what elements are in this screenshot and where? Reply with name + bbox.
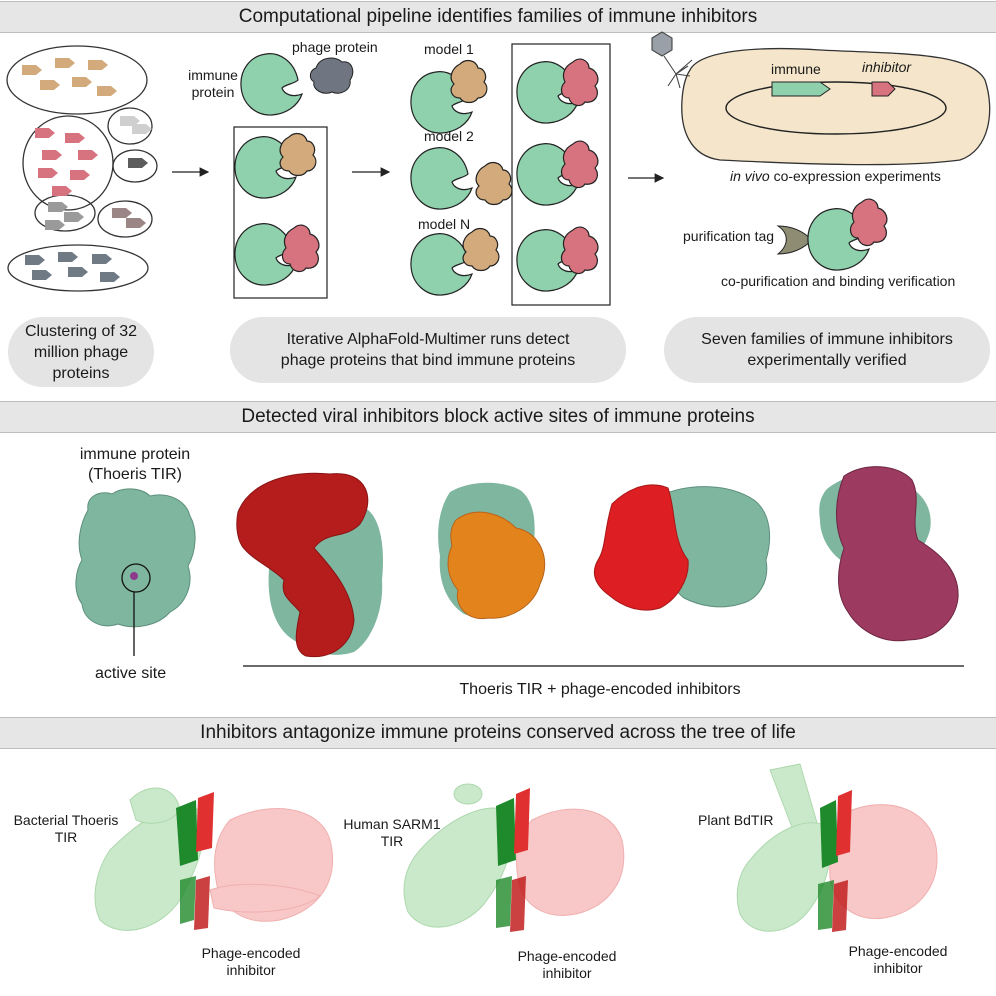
- pill-clustering-text: Clustering of 32 million phage proteins: [24, 322, 138, 382]
- label-immune-gene: immune: [771, 61, 821, 77]
- stage2-proteins: [233, 53, 354, 299]
- label-copurification: co-purification and binding verification: [721, 273, 956, 289]
- stage3-box: [511, 43, 611, 306]
- ribbon-panel-3: [736, 763, 938, 932]
- label-immune-protein: immune protein: [188, 67, 238, 100]
- label-model-n: model N: [418, 216, 471, 232]
- complex-orange: [438, 482, 546, 620]
- label-phage-protein: phage protein: [292, 39, 378, 55]
- section2-banner: Detected viral inhibitors block active s…: [0, 401, 996, 433]
- cluster-tan: [6, 45, 148, 115]
- label-in-vivo: in vivo co-expression experiments: [730, 168, 941, 185]
- cluster-ellipses: [6, 45, 158, 292]
- active-site-circle: [121, 563, 151, 593]
- label-human-sarm1: Human SARM1 TIR: [343, 816, 441, 849]
- phage-protein-shape: [309, 57, 354, 94]
- label-bacterial-thoeris: Bacterial Thoeris TIR: [13, 812, 119, 845]
- ribbon-panel-1: [94, 787, 334, 931]
- section3-banner: Inhibitors antagonize immune proteins co…: [0, 717, 996, 749]
- label-active-site: active site: [95, 665, 167, 682]
- cluster-mauve: [97, 200, 153, 238]
- label-inhibitor-2: Phage-encoded inhibitor: [517, 948, 617, 981]
- immune-gene-arrow: [771, 81, 831, 97]
- label-model-1: model 1: [424, 41, 474, 57]
- pill-alphafold: Iterative AlphaFold-Multimer runs detect…: [230, 317, 626, 383]
- phage-icon: [651, 31, 693, 89]
- cluster-darkgray: [112, 149, 158, 183]
- immune-protein-shape: [240, 53, 303, 116]
- inhibitor-gene-arrow: [871, 81, 896, 97]
- label-purification-tag: purification tag: [683, 228, 775, 244]
- cell-shape: [681, 47, 991, 166]
- stage3-models: [410, 43, 611, 306]
- label-in-vivo-italic: in vivo: [730, 168, 770, 184]
- cluster-lightgray: [107, 107, 153, 145]
- plasmid: [725, 81, 947, 135]
- label-plant-bdtir: Plant BdTIR: [698, 812, 774, 828]
- pill-alphafold-text: Iterative AlphaFold-Multimer runs detect…: [280, 331, 576, 369]
- section1-title: Computational pipeline identifies famili…: [238, 6, 758, 27]
- pill-verified: Seven families of immune inhibitors expe…: [664, 317, 990, 383]
- cluster-slate: [7, 244, 149, 292]
- label-model-2: model 2: [424, 128, 474, 144]
- label-caption: Thoeris TIR + phage-encoded inhibitors: [459, 681, 741, 698]
- label-inhibitor-1: Phage-encoded inhibitor: [201, 945, 301, 978]
- purification-complex: [776, 198, 888, 271]
- pill-verified-text: Seven families of immune inhibitors expe…: [701, 331, 953, 369]
- label-inhibitor-gene: inhibitor: [862, 59, 912, 75]
- ribbon-panel-2: [403, 783, 625, 932]
- stage4-cell: [681, 47, 991, 166]
- flow-arrows: [172, 167, 665, 183]
- pill-clustering: Clustering of 32 million phage proteins: [8, 317, 154, 387]
- immune-surface: [75, 488, 196, 656]
- label-inhibitor-3: Phage-encoded inhibitor: [848, 943, 948, 976]
- complex-maroon: [819, 466, 959, 642]
- label-immune-thoeris: immune protein (Thoeris TIR): [79, 446, 191, 483]
- section3-title: Inhibitors antagonize immune proteins co…: [200, 722, 796, 743]
- stage2-box: [233, 126, 328, 299]
- purification-tag-shape: [776, 225, 813, 255]
- section2-title: Detected viral inhibitors block active s…: [241, 406, 755, 427]
- active-site-ligand: [130, 572, 138, 580]
- complex-bright-red: [594, 484, 771, 611]
- label-in-vivo-rest: co-expression experiments: [769, 168, 941, 184]
- complex-red: [236, 472, 384, 658]
- section1-banner: Computational pipeline identifies famili…: [0, 1, 996, 33]
